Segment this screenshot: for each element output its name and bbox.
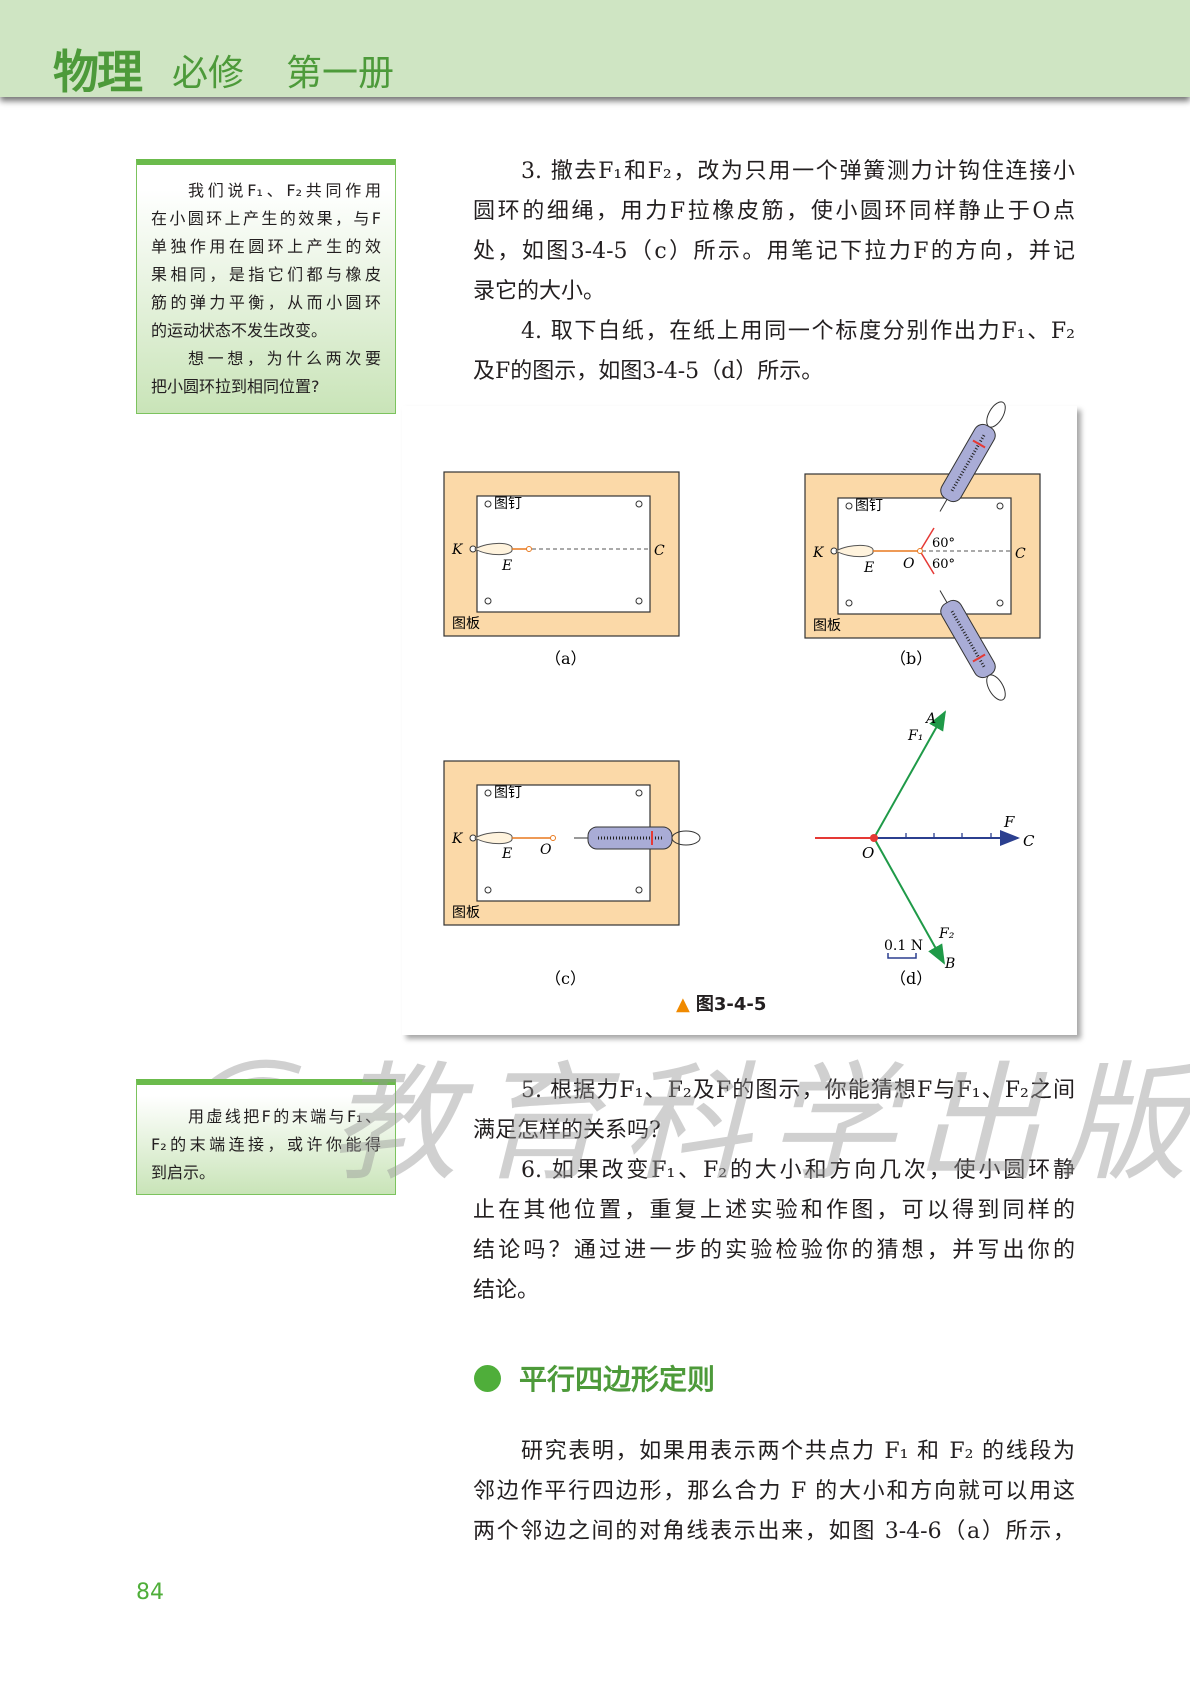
k-label: K bbox=[451, 831, 464, 847]
subfigure-label: （b） bbox=[890, 649, 932, 668]
section-heading: 平行四边形定则 bbox=[474, 1358, 715, 1398]
c-label: C bbox=[1015, 546, 1026, 562]
text-line: 6. 如果改变F₁、F₂的大小和方向几次，使小圆环静 bbox=[521, 1158, 1075, 1183]
subfigure-label: （d） bbox=[890, 969, 932, 988]
text-line: 5. 根据力F₁、F₂及F的图示，你能猜想F与F₁、F₂之间 bbox=[521, 1078, 1075, 1103]
note-line: 用虚线把F的末端与F₁、 bbox=[188, 1107, 381, 1126]
note-line: 我们说F₁、F₂共同作用 bbox=[188, 181, 381, 200]
pin-label: 图钉 bbox=[855, 498, 883, 514]
steps-3-4: 3. 撤去F₁和F₂，改为只用一个弹簧测力计钩住连接小 圆环的细绳，用力F拉橡皮… bbox=[473, 152, 1075, 392]
scale-bar bbox=[887, 953, 917, 959]
triangle-icon: ▲ bbox=[676, 994, 690, 1015]
k-label: K bbox=[451, 542, 464, 558]
course-title: 必修 bbox=[172, 53, 245, 94]
note-line: 筋的弹力平衡，从而小圆环 bbox=[151, 293, 381, 312]
force-f1 bbox=[873, 710, 946, 839]
b-label: B bbox=[944, 956, 955, 972]
f2-label: F₂ bbox=[938, 926, 955, 942]
subfigure-d-force-diagram: F C O A F₁ F₂ B 0.1 N （d） bbox=[815, 710, 1035, 988]
a-label: A bbox=[924, 711, 936, 727]
section-paragraph: 研究表明，如果用表示两个共点力 F₁ 和 F₂ 的线段为 邻边作平行四边形，那么… bbox=[473, 1432, 1075, 1552]
text-line: 研究表明，如果用表示两个共点力 F₁ 和 F₂ 的线段为 bbox=[521, 1439, 1075, 1464]
text-line: 3. 撤去F₁和F₂，改为只用一个弹簧测力计钩住连接小 bbox=[521, 159, 1075, 184]
e-label: E bbox=[501, 558, 512, 574]
text-line: 满足怎样的关系吗? bbox=[473, 1118, 661, 1143]
note-line: 的运动状态不发生改变。 bbox=[151, 321, 328, 340]
text-line: 及F的图示，如图3-4-5（d）所示。 bbox=[473, 359, 824, 384]
subfigure-c: 图钉 K E O 图板 （c） bbox=[443, 760, 702, 988]
page-header: 物理 必修 第一册 bbox=[0, 0, 1190, 99]
page-number: 84 bbox=[136, 1580, 164, 1605]
text-line: 两个邻边之间的对角线表示出来，如图 3-4-6（a）所示， bbox=[473, 1519, 1075, 1544]
o-label: O bbox=[540, 842, 552, 858]
board-label: 图板 bbox=[452, 616, 480, 632]
board-label: 图板 bbox=[452, 905, 480, 921]
c-label: C bbox=[1023, 832, 1035, 850]
text-line: 邻边作平行四边形，那么合力 F 的大小和方向就可以用这 bbox=[473, 1479, 1075, 1504]
note-line: 把小圆环拉到相同位置? bbox=[151, 377, 320, 396]
note-line: 单独作用在圆环上产生的效 bbox=[151, 237, 381, 256]
force-f2 bbox=[873, 837, 945, 965]
subfigure-b: 图钉 K E O 60° 60° C 图板 （b） bbox=[804, 395, 1041, 707]
section-title: 平行四边形定则 bbox=[519, 1363, 716, 1396]
text-line: 止在其他位置，重复上述实验和作图，可以得到同样的 bbox=[473, 1198, 1075, 1223]
o-label: O bbox=[862, 844, 874, 862]
text-line: 处，如图3-4-5（c）所示。用笔记下拉力F的方向，并记 bbox=[473, 239, 1075, 264]
note-line: F₂的末端连接，或许你能得 bbox=[151, 1135, 381, 1154]
scale-label: 0.1 N bbox=[884, 938, 923, 954]
o-label: O bbox=[903, 556, 915, 572]
subfigure-a: 图钉 K E C 图板 （a） bbox=[443, 471, 680, 668]
angle-label: 60° bbox=[932, 536, 955, 551]
text-line: 结论。 bbox=[473, 1278, 540, 1303]
text-line: 4. 取下白纸，在纸上用同一个标度分别作出力F₁、F₂ bbox=[521, 319, 1075, 344]
note-line: 果相同，是指它们都与橡皮 bbox=[151, 265, 381, 284]
note-line: 想一想，为什么两次要 bbox=[188, 349, 381, 368]
angle-label: 60° bbox=[932, 557, 955, 572]
bullet-icon bbox=[474, 1364, 501, 1392]
e-label: E bbox=[501, 846, 512, 862]
pin-label: 图钉 bbox=[494, 785, 522, 801]
subject-title: 物理 bbox=[53, 45, 143, 99]
subfigure-label: （c） bbox=[545, 969, 586, 988]
point-o bbox=[870, 834, 878, 842]
subfigure-label: （a） bbox=[545, 649, 587, 668]
steps-5-6: 5. 根据力F₁、F₂及F的图示，你能猜想F与F₁、F₂之间 满足怎样的关系吗?… bbox=[473, 1071, 1075, 1311]
text-line: 录它的大小。 bbox=[473, 279, 606, 304]
text-line: 结论吗？通过进一步的实验检验你的猜想，并写出你的 bbox=[473, 1238, 1075, 1263]
note-line: 在小圆环上产生的效果，与F bbox=[151, 209, 381, 228]
e-label: E bbox=[863, 560, 874, 576]
sidebar-note-1: 我们说F₁、F₂共同作用 在小圆环上产生的效果，与F 单独作用在圆环上产生的效 … bbox=[136, 159, 396, 414]
f1-label: F₁ bbox=[907, 728, 923, 744]
text-line: 圆环的细绳，用力F拉橡皮筋，使小圆环同样静止于O点 bbox=[473, 199, 1075, 224]
figure-caption: ▲图3-4-5 bbox=[676, 994, 767, 1015]
board-label: 图板 bbox=[813, 618, 841, 634]
f-label: F bbox=[1003, 813, 1015, 831]
volume-title: 第一册 bbox=[286, 53, 395, 94]
note-line: 到启示。 bbox=[151, 1163, 216, 1182]
pin-label: 图钉 bbox=[494, 496, 522, 512]
k-label: K bbox=[812, 545, 825, 561]
sidebar-note-2: 用虚线把F的末端与F₁、 F₂的末端连接，或许你能得 到启示。 bbox=[136, 1079, 396, 1195]
c-label: C bbox=[654, 543, 665, 559]
